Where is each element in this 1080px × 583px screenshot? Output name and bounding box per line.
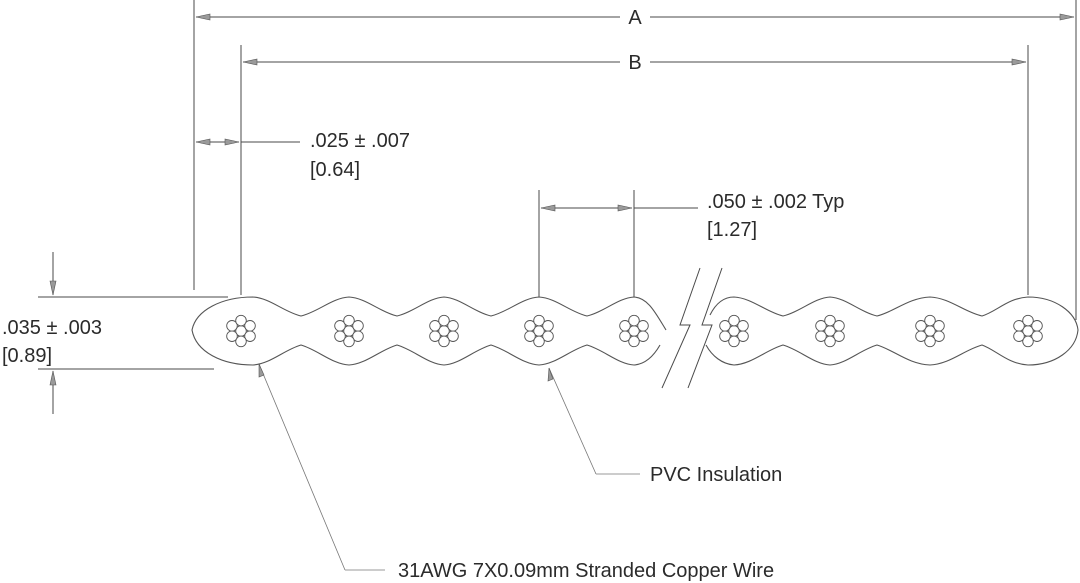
edge-margin-tolerance: .025 ± .007 xyxy=(310,130,410,152)
arrow-head xyxy=(1059,13,1075,21)
copper-strand xyxy=(628,314,640,327)
copper-strand xyxy=(524,330,536,342)
copper-strand xyxy=(235,335,247,348)
copper-strand xyxy=(1013,320,1025,332)
arrow-head xyxy=(195,13,211,21)
copper-strand xyxy=(524,320,536,332)
copper-strand xyxy=(1013,330,1025,342)
copper-strand xyxy=(619,330,631,342)
copper-strand xyxy=(815,330,827,342)
copper-strand xyxy=(824,314,836,327)
dimension-pitch: .050 ± .002 Typ [1.27] xyxy=(538,190,844,300)
thickness-tolerance: .035 ± .003 xyxy=(2,317,102,339)
dimension-edge-margin: .025 ± .007 [0.64] xyxy=(195,130,410,181)
copper-strand xyxy=(737,320,749,332)
copper-strand xyxy=(438,314,450,327)
dimension-a-label: A xyxy=(628,7,642,29)
copper-strand xyxy=(1031,320,1043,332)
conductor xyxy=(915,314,945,348)
copper-strand xyxy=(924,335,936,348)
dimension-b: B xyxy=(240,45,1029,295)
copper-strand xyxy=(924,314,936,327)
conductor xyxy=(815,314,845,348)
copper-strand xyxy=(915,320,927,332)
arrow-head xyxy=(49,280,57,296)
arrow-head xyxy=(1011,58,1027,66)
arrow-head xyxy=(195,138,211,146)
arrow-head xyxy=(540,204,556,212)
conductors xyxy=(226,314,1043,348)
copper-strand xyxy=(334,330,346,342)
copper-strand xyxy=(429,320,441,332)
copper-strand xyxy=(429,330,441,342)
copper-strand xyxy=(438,335,450,348)
callout-conductor: 31AWG 7X0.09mm Stranded Copper Wire xyxy=(258,363,774,582)
ribbon-cable xyxy=(191,267,1079,389)
dimension-a: A xyxy=(193,0,1077,320)
copper-strand xyxy=(815,320,827,332)
conductor xyxy=(1013,314,1043,348)
cable-jacket-right xyxy=(705,296,1079,366)
conductor xyxy=(619,314,649,348)
dimension-b-label: B xyxy=(628,52,641,74)
copper-strand xyxy=(719,320,731,332)
conductor xyxy=(524,314,554,348)
edge-margin-metric: [0.64] xyxy=(310,159,360,181)
pitch-metric: [1.27] xyxy=(707,219,757,241)
arrow-head xyxy=(258,363,265,378)
copper-strand xyxy=(915,330,927,342)
copper-strand xyxy=(728,335,740,348)
copper-strand xyxy=(1022,314,1034,327)
copper-strand xyxy=(824,335,836,348)
copper-strand xyxy=(235,314,247,327)
arrow-head xyxy=(242,58,258,66)
copper-strand xyxy=(1022,335,1034,348)
conductor-label: 31AWG 7X0.09mm Stranded Copper Wire xyxy=(398,560,774,582)
callout-insulation: PVC Insulation xyxy=(547,367,782,486)
copper-strand xyxy=(343,314,355,327)
copper-strand xyxy=(728,314,740,327)
arrow-head xyxy=(547,367,554,382)
dimension-thickness: .035 ± .003 [0.89] xyxy=(2,252,228,414)
copper-strand xyxy=(619,320,631,332)
copper-strand xyxy=(352,320,364,332)
conductor xyxy=(226,314,256,348)
thickness-metric: [0.89] xyxy=(2,345,52,367)
conductor xyxy=(334,314,364,348)
copper-strand xyxy=(933,320,945,332)
pitch-tolerance: .050 ± .002 Typ xyxy=(707,191,844,213)
arrow-head xyxy=(224,138,240,146)
copper-strand xyxy=(833,320,845,332)
copper-strand xyxy=(719,330,731,342)
copper-strand xyxy=(343,335,355,348)
conductor xyxy=(429,314,459,348)
insulation-label: PVC Insulation xyxy=(650,464,782,486)
copper-strand xyxy=(533,335,545,348)
copper-strand xyxy=(542,320,554,332)
copper-strand xyxy=(533,314,545,327)
copper-strand xyxy=(628,335,640,348)
copper-strand xyxy=(226,320,238,332)
conductor xyxy=(719,314,749,348)
cable-break-symbol xyxy=(661,267,723,389)
cable-jacket-left xyxy=(191,296,667,366)
arrow-head xyxy=(49,370,57,386)
copper-strand xyxy=(244,320,256,332)
copper-strand xyxy=(226,330,238,342)
copper-strand xyxy=(637,320,649,332)
copper-strand xyxy=(334,320,346,332)
arrow-head xyxy=(617,204,633,212)
copper-strand xyxy=(447,320,459,332)
